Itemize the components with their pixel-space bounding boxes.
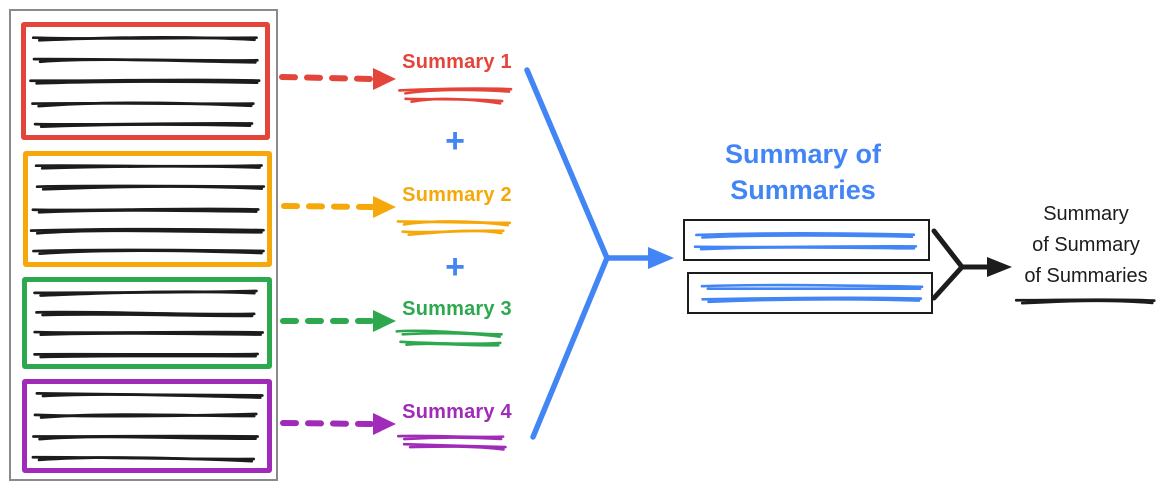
document-section-3 (22, 277, 272, 369)
source-document-stack (9, 9, 278, 481)
document-section-4 (22, 379, 272, 473)
final-summary-text-scribble (1014, 298, 1156, 305)
document-text-scribble (31, 392, 264, 463)
final-summary-label: Summary of Summary of Summaries (1024, 203, 1148, 287)
map-arrow-1-red (279, 68, 396, 90)
document-section-1 (21, 22, 270, 140)
map-arrow-4-purple (280, 413, 396, 435)
summary-2-text-scribble (396, 220, 512, 236)
combine-summaries-arrow (524, 67, 674, 440)
summary-3-label: Summary 3 (402, 298, 512, 320)
summary-of-summaries-box-2 (687, 272, 933, 314)
final-combine-arrow (931, 228, 1012, 301)
document-text-scribble (29, 36, 261, 129)
arrowhead-icon (648, 247, 674, 269)
map-arrow-3-green (280, 310, 396, 332)
summary-of-summaries-text-scribble (693, 232, 918, 251)
summary-4-text-scribble (396, 434, 507, 451)
summary-2-label: Summary 2 (402, 184, 512, 206)
summary-of-summaries-box-1 (683, 219, 930, 261)
summary-of-summaries-title: Summary of Summaries (724, 139, 882, 205)
plus-sign-2: + (445, 248, 465, 286)
summary-1-label: Summary 1 (402, 51, 512, 73)
summary-3-text-scribble (395, 329, 503, 347)
summary-of-summaries-text-scribble (700, 283, 924, 304)
document-text-scribble (33, 289, 264, 359)
plus-sign-1: + (445, 122, 465, 160)
document-section-2 (23, 151, 272, 267)
document-text-scribble (29, 164, 266, 256)
summary-1-text-scribble (398, 87, 513, 105)
summary-4-label: Summary 4 (402, 401, 512, 423)
map-arrow-2-orange (281, 196, 396, 218)
